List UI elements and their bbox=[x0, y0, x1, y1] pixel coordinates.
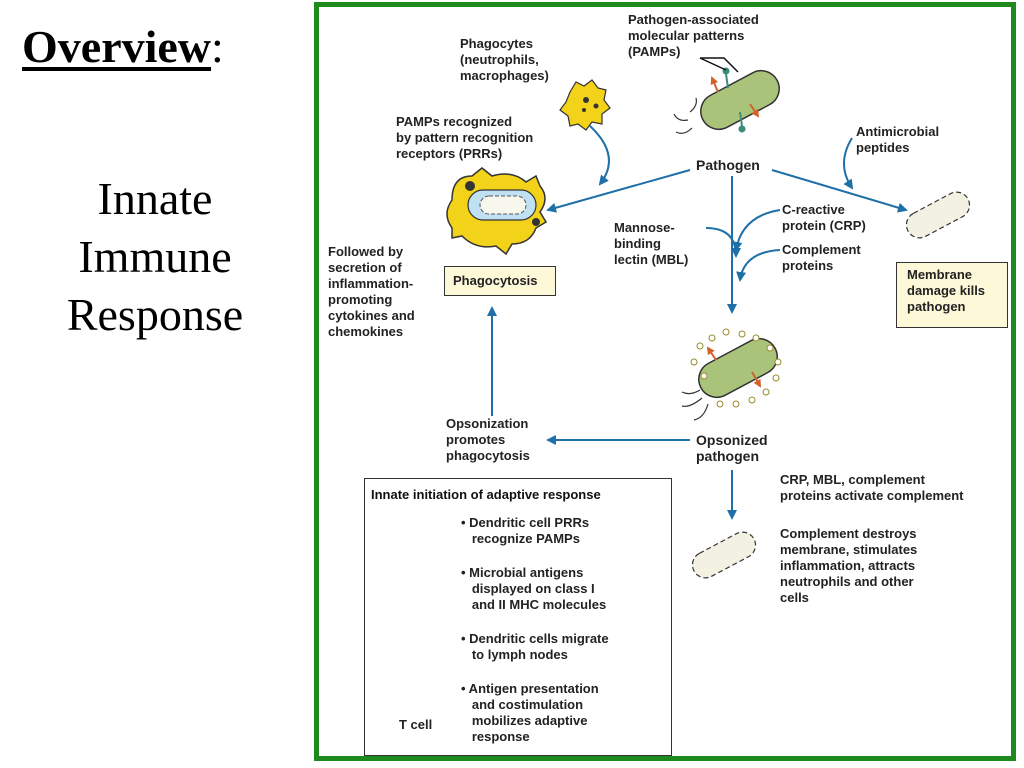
diagram-frame bbox=[314, 2, 1016, 761]
subtitle-line: Response bbox=[66, 289, 244, 340]
destroyed-pathogen-icon bbox=[691, 531, 757, 579]
adaptive-response-box: Innate initiation of adaptive response •… bbox=[364, 478, 672, 756]
phagocytes-label: Phagocytes(neutrophils,macrophages) bbox=[460, 36, 549, 83]
slide-title-colon: : bbox=[211, 21, 224, 72]
slide-title-text: Overview bbox=[22, 21, 212, 72]
pathogen-label: Pathogen bbox=[696, 157, 760, 173]
opsonized-pathogen-icon bbox=[681, 328, 782, 421]
subtitle-line: Innate bbox=[97, 173, 213, 224]
bullet-item: • Dendritic cell PRRs recognize PAMPs bbox=[461, 515, 590, 546]
slide-title: Overview: bbox=[22, 20, 224, 73]
slide-subtitle: Innate Immune Response bbox=[20, 170, 290, 344]
subtitle-line: Immune bbox=[78, 231, 232, 282]
pathogen-icon bbox=[673, 67, 780, 134]
t-cell-label: T cell bbox=[399, 717, 433, 732]
bullet-item: • Dendritic cells migrate to lymph nodes bbox=[461, 631, 609, 662]
phagocyte-icon bbox=[559, 79, 611, 131]
flow-arrows bbox=[487, 125, 908, 520]
phagocytosis-box: Phagocytosis bbox=[444, 266, 556, 296]
damaged-pathogen-icon bbox=[905, 191, 971, 239]
phagocytosis-cell-icon bbox=[446, 167, 548, 256]
adaptive-title: Innate initiation of adaptive response bbox=[371, 487, 601, 502]
bullet-item: • Antigen presentation and costimulation… bbox=[461, 681, 599, 744]
bullet-item: • Microbial antigens displayed on class … bbox=[461, 565, 607, 612]
